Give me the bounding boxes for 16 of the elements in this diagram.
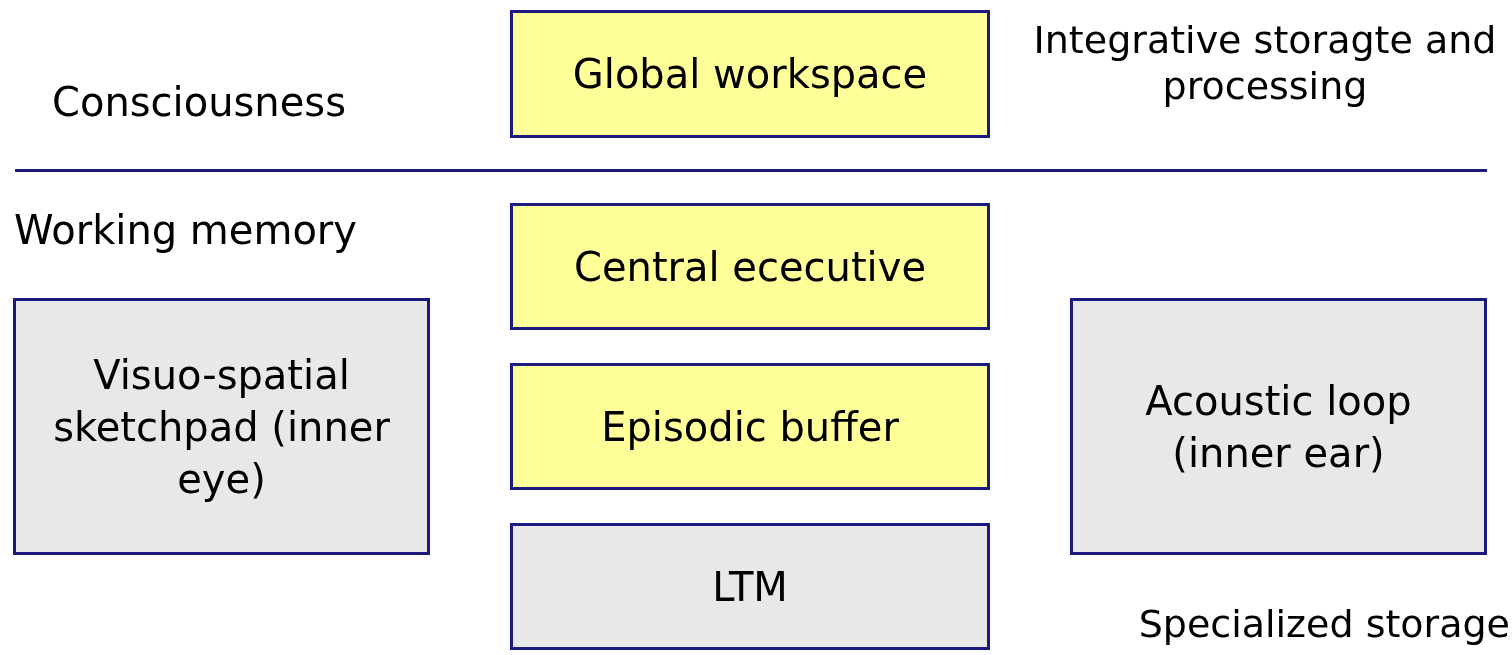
section-label: Specialized storage	[1137, 602, 1510, 648]
section-label: Consciousness	[52, 78, 347, 126]
process-box	[510, 363, 990, 490]
section-label: Integrative storagte and processing	[1032, 18, 1498, 110]
box-label: Episodic buffer	[601, 402, 899, 452]
box-label: LTM	[712, 562, 788, 612]
process-box	[510, 203, 990, 330]
box-label: Global workspace	[572, 50, 928, 99]
process-box	[13, 298, 430, 555]
process-box	[510, 523, 990, 650]
box-label: Acoustic loop (inner ear)	[1144, 376, 1413, 478]
process-box	[510, 10, 990, 138]
box-label: Central ececutive	[574, 242, 926, 292]
box-label: Visuo-spatial sketchpad (inner eye)	[52, 350, 391, 504]
process-box	[1070, 298, 1487, 555]
section-label: Working memory	[14, 206, 358, 254]
